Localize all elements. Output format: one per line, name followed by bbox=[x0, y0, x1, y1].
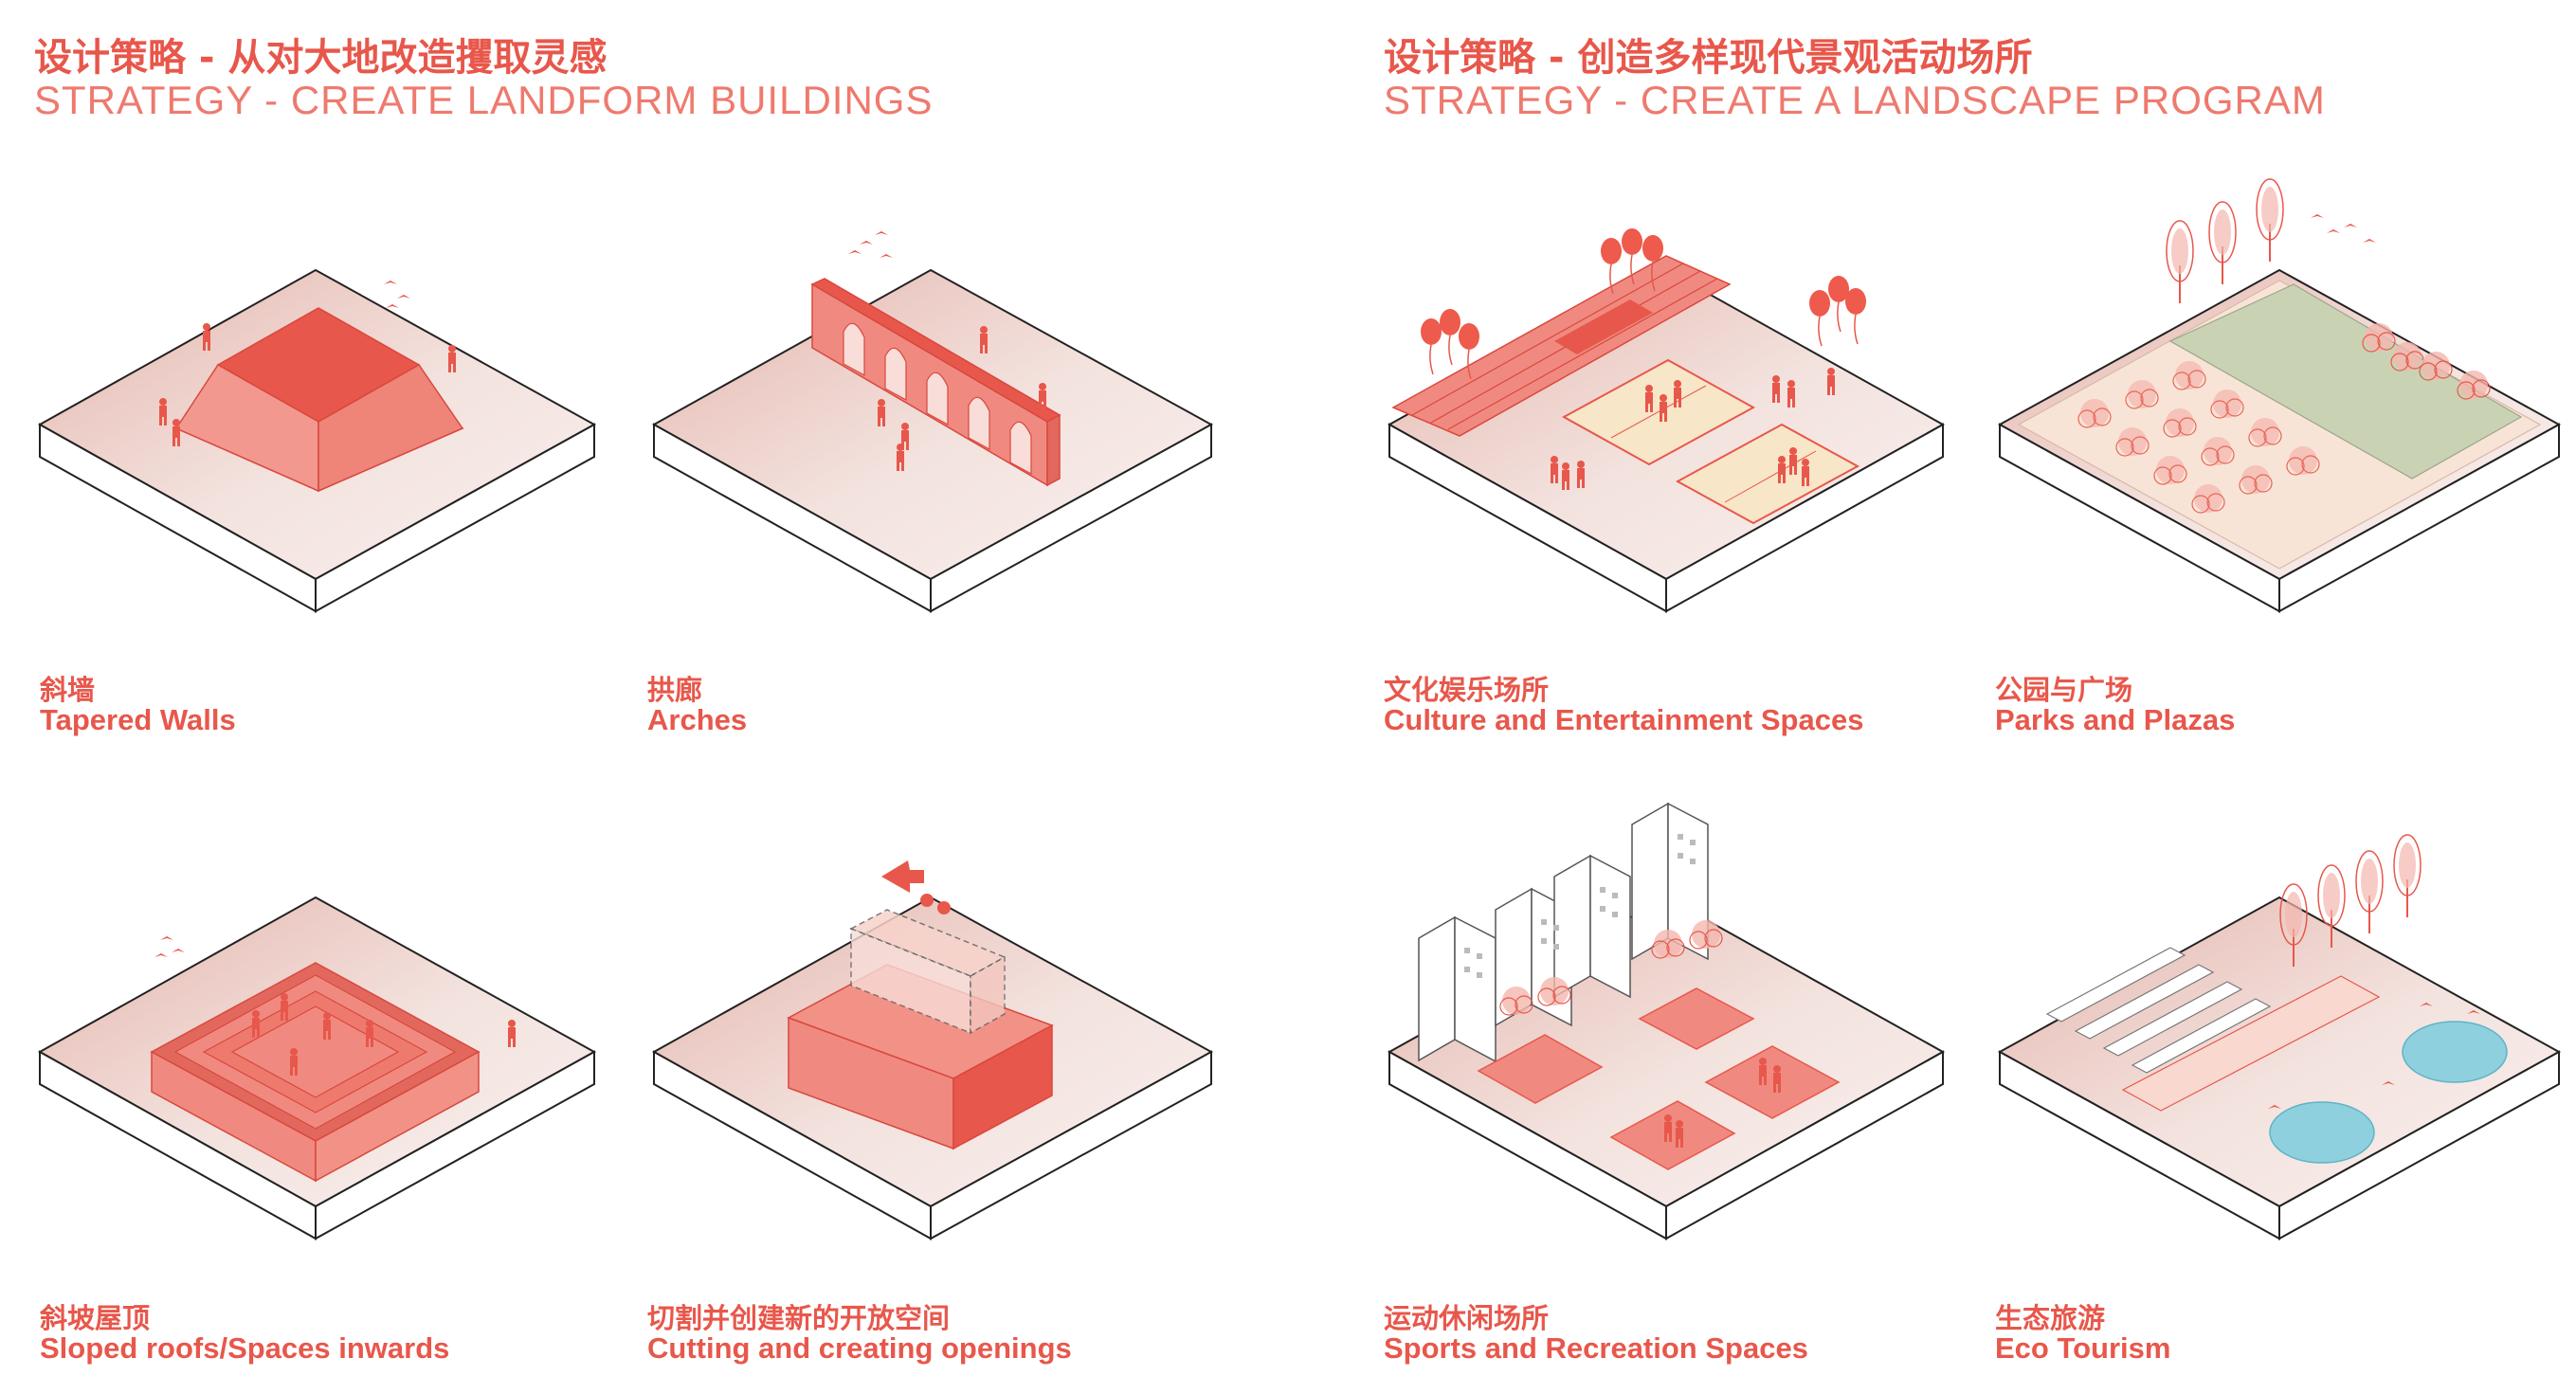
caption-cn-tapered-walls: 斜墙 bbox=[40, 674, 96, 706]
caption-en-parks: Parks and Plazas bbox=[1995, 703, 2236, 736]
panel-culture bbox=[1387, 227, 1946, 613]
panel-sloped-roofs bbox=[37, 896, 597, 1240]
panel-sports bbox=[1387, 802, 1946, 1240]
panel-cutting bbox=[651, 860, 1214, 1240]
right-header-en: STRATEGY - CREATE A LANDSCAPE PROGRAM bbox=[1384, 78, 2326, 122]
caption-cn-arches: 拱廊 bbox=[647, 674, 703, 706]
caption-en-culture: Culture and Entertainment Spaces bbox=[1384, 703, 1864, 736]
caption-en-sloped-roofs: Sloped roofs/Spaces inwards bbox=[40, 1331, 450, 1365]
caption-cn-culture: 文化娱乐场所 bbox=[1384, 674, 1550, 706]
caption-cn-cutting: 切割并创建新的开放空间 bbox=[647, 1302, 951, 1334]
panel-arches bbox=[651, 231, 1214, 613]
caption-en-cutting: Cutting and creating openings bbox=[647, 1331, 1072, 1365]
left-header-en: STRATEGY - CREATE LANDFORM BUILDINGS bbox=[34, 78, 934, 122]
caption-en-sports: Sports and Recreation Spaces bbox=[1384, 1331, 1808, 1365]
left-header-cn: 设计策略 - 从对大地改造攫取灵感 bbox=[34, 36, 608, 80]
panel-tapered-walls bbox=[37, 268, 597, 613]
caption-cn-sports: 运动休闲场所 bbox=[1384, 1302, 1550, 1334]
caption-en-tapered-walls: Tapered Walls bbox=[40, 703, 236, 736]
caption-en-arches: Arches bbox=[647, 703, 748, 736]
caption-en-eco: Eco Tourism bbox=[1995, 1331, 2171, 1365]
caption-cn-eco: 生态旅游 bbox=[1995, 1302, 2106, 1334]
panel-parks bbox=[1997, 178, 2562, 613]
caption-cn-parks: 公园与广场 bbox=[1995, 674, 2133, 706]
caption-cn-sloped-roofs: 斜坡屋顶 bbox=[40, 1302, 151, 1334]
panel-eco bbox=[1997, 834, 2562, 1240]
right-header-cn: 设计策略 - 创造多样现代景观活动场所 bbox=[1384, 36, 2033, 80]
